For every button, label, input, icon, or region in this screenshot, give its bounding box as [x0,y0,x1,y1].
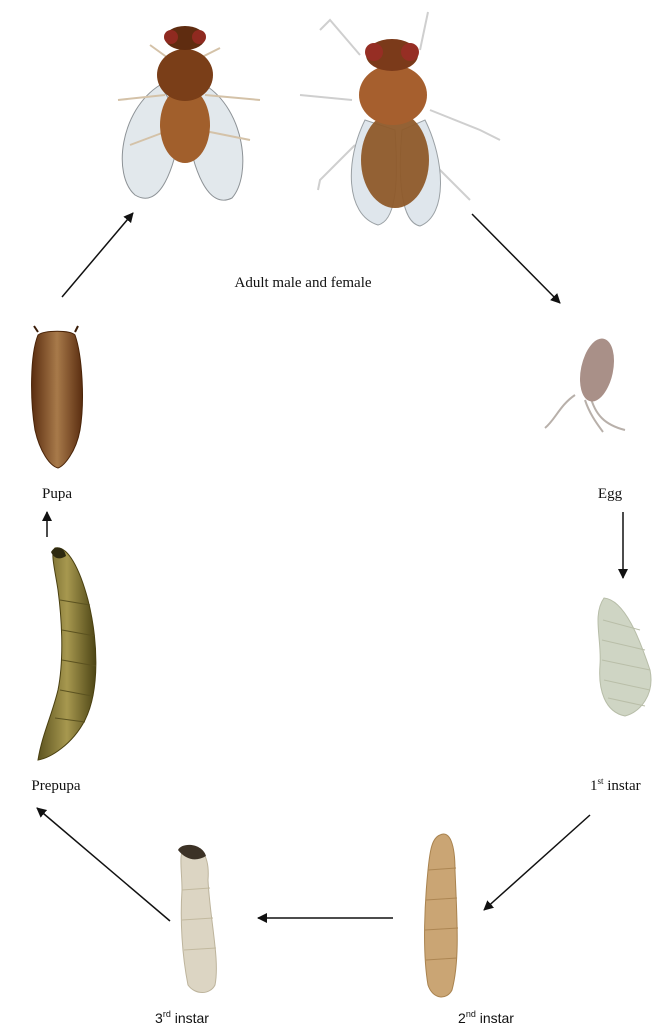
egg-image [545,335,625,432]
label-third-instar: 3rd instar [155,1009,209,1026]
first-instar-image [598,598,651,716]
prepupa-image [38,547,96,760]
label-second-instar: 2nd instar [458,1009,514,1026]
second-instar-image [425,834,458,997]
arrow-adult-to-egg [472,214,560,303]
arrow-pupa-to-adult [62,213,133,297]
adult-male-fly [118,26,260,200]
label-egg: Egg [598,486,623,502]
third-instar-image [178,845,216,993]
adult-female-fly [300,12,500,226]
label-first-instar: 1st instar [590,776,641,794]
arrow-third-instar-to-prepupa [37,808,170,921]
pupa-image [32,326,83,468]
label-adult: Adult male and female [234,275,371,291]
arrow-first-to-second-instar [484,815,590,910]
label-prepupa: Prepupa [31,778,80,794]
label-pupa: Pupa [42,486,72,502]
